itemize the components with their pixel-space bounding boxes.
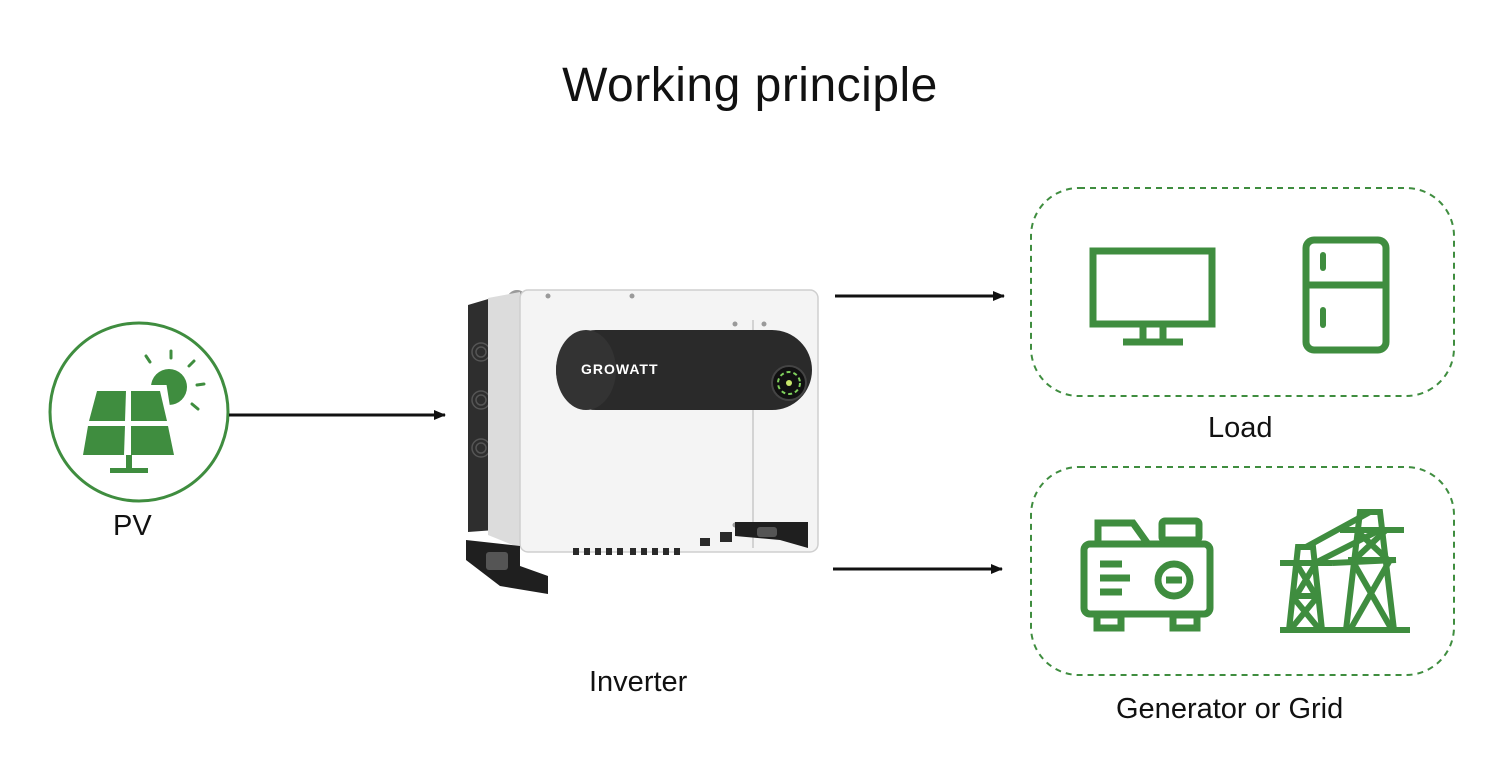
generator-icon	[1080, 517, 1214, 632]
load-group-box	[1030, 187, 1455, 397]
inverter-label: Inverter	[589, 666, 688, 698]
pv-node	[48, 321, 230, 503]
load-label: Load	[1208, 412, 1273, 444]
monitor-icon	[1089, 247, 1216, 346]
inverter-device: GROWATT	[466, 289, 819, 594]
generator-grid-group-box	[1030, 466, 1455, 676]
generator-grid-label: Generator or Grid	[1116, 693, 1344, 725]
power-tower-icon	[1280, 509, 1410, 633]
solar-panel-icon	[78, 385, 179, 473]
inverter-brand-text: GROWATT	[581, 361, 659, 377]
refrigerator-icon	[1302, 236, 1390, 354]
pv-label: PV	[113, 510, 152, 542]
pv-circle	[48, 321, 230, 503]
page-title: Working principle	[562, 59, 938, 112]
